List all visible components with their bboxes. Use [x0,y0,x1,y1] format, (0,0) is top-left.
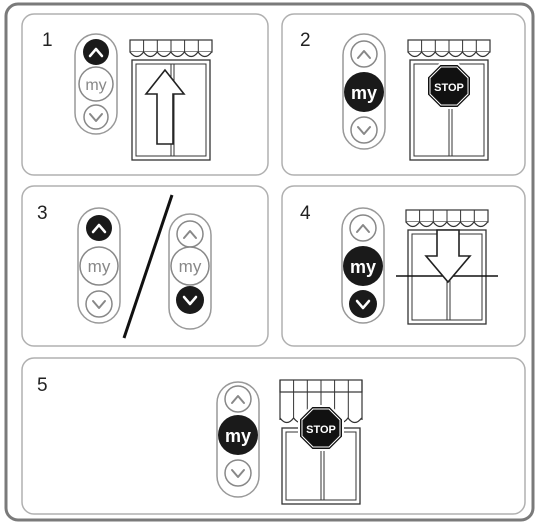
stop-sign-icon: STOP [299,406,343,450]
my-button-icon: my [344,72,384,112]
my-button-icon: my [343,246,383,286]
up-button-icon [225,386,251,412]
my-label: my [88,257,111,276]
step-number-3: 3 [37,203,48,224]
up-button-icon [350,215,376,241]
down-button-icon [86,291,112,317]
remote-control-step-3b: my [169,214,211,329]
down-button-icon [225,460,251,486]
down-button-icon [349,290,377,318]
stop-sign-icon: STOP [427,64,471,108]
remote-control-step-4: my [342,208,384,323]
panel-step-5 [22,358,525,514]
remote-control-step-5: my [217,382,259,497]
my-button-icon: my [171,247,209,285]
step-number-5: 5 [37,375,48,396]
my-label: my [85,77,106,94]
down-button-icon [351,117,377,143]
my-button-icon: my [218,415,258,455]
step-number-4: 4 [300,203,311,224]
up-button-icon [351,41,377,67]
my-label: my [179,257,202,276]
remote-control-step-2: my [343,34,385,149]
up-button-icon [177,221,203,247]
stop-label: STOP [306,424,336,436]
down-button-icon [176,286,204,314]
my-button-icon: my [80,247,118,285]
up-button-icon [83,39,109,65]
remote-control-step-3a: my [78,208,120,323]
panel-step-3 [22,186,268,346]
stop-label: STOP [434,82,464,94]
my-label: my [225,426,251,446]
remote-control-step-1: my [75,34,117,134]
my-label: my [350,257,376,277]
step-number-2: 2 [300,30,311,51]
up-button-icon [86,215,112,241]
my-label: my [351,83,377,103]
down-button-icon [84,105,108,129]
step-number-1: 1 [42,30,53,51]
my-button-icon: my [79,67,113,101]
